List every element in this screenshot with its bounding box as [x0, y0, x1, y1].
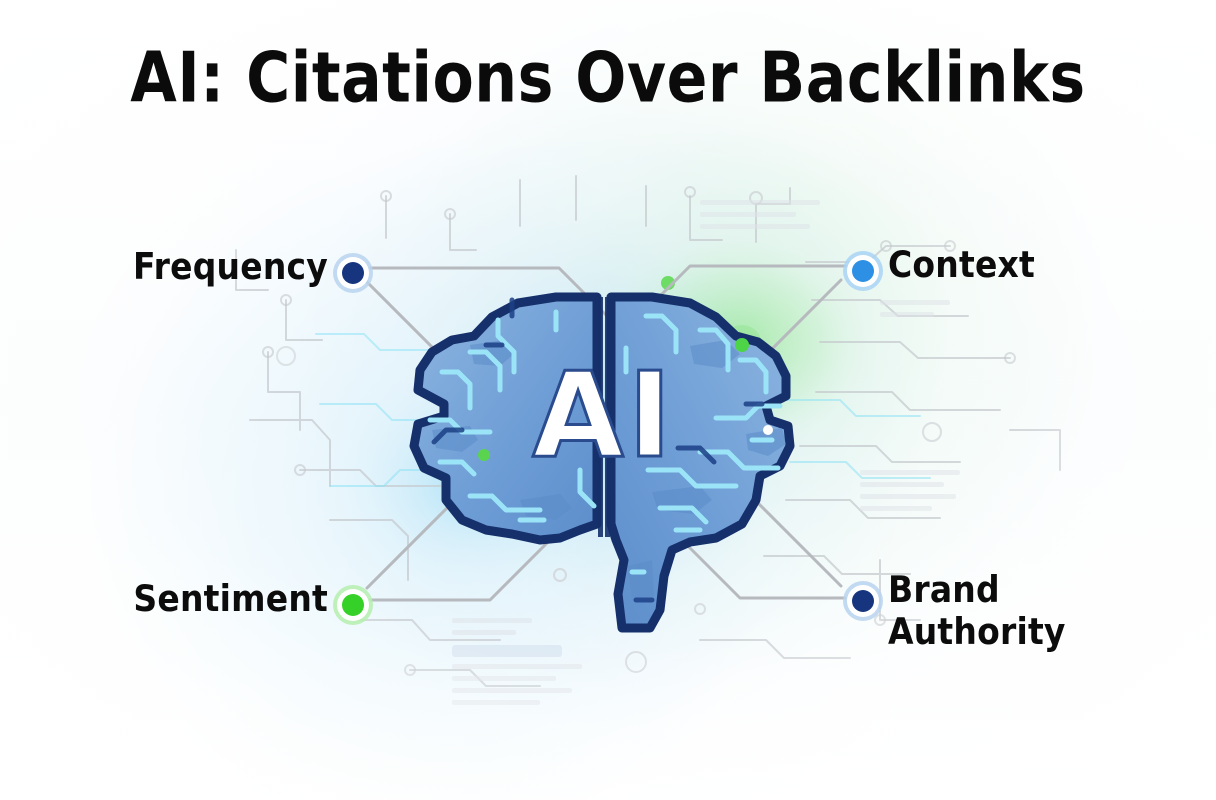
ai-badge-text: AI: [532, 346, 675, 484]
node-core-context: [852, 260, 874, 282]
node-dot-sentiment[interactable]: [333, 585, 373, 625]
node-label-brand-authority: Brand Authority: [888, 568, 1066, 654]
page-title: AI: Citations Over Backlinks: [130, 36, 1086, 119]
node-core-frequency: [342, 262, 364, 284]
node-label-frequency: Frequency: [133, 244, 328, 288]
node-label-context: Context: [888, 242, 1035, 286]
node-core-brand-authority: [852, 590, 874, 612]
node-label-sentiment: Sentiment: [133, 576, 328, 620]
node-dot-frequency[interactable]: [333, 253, 373, 293]
node-core-sentiment: [342, 594, 364, 616]
node-dot-context[interactable]: [843, 251, 883, 291]
node-dot-brand-authority[interactable]: [843, 581, 883, 621]
